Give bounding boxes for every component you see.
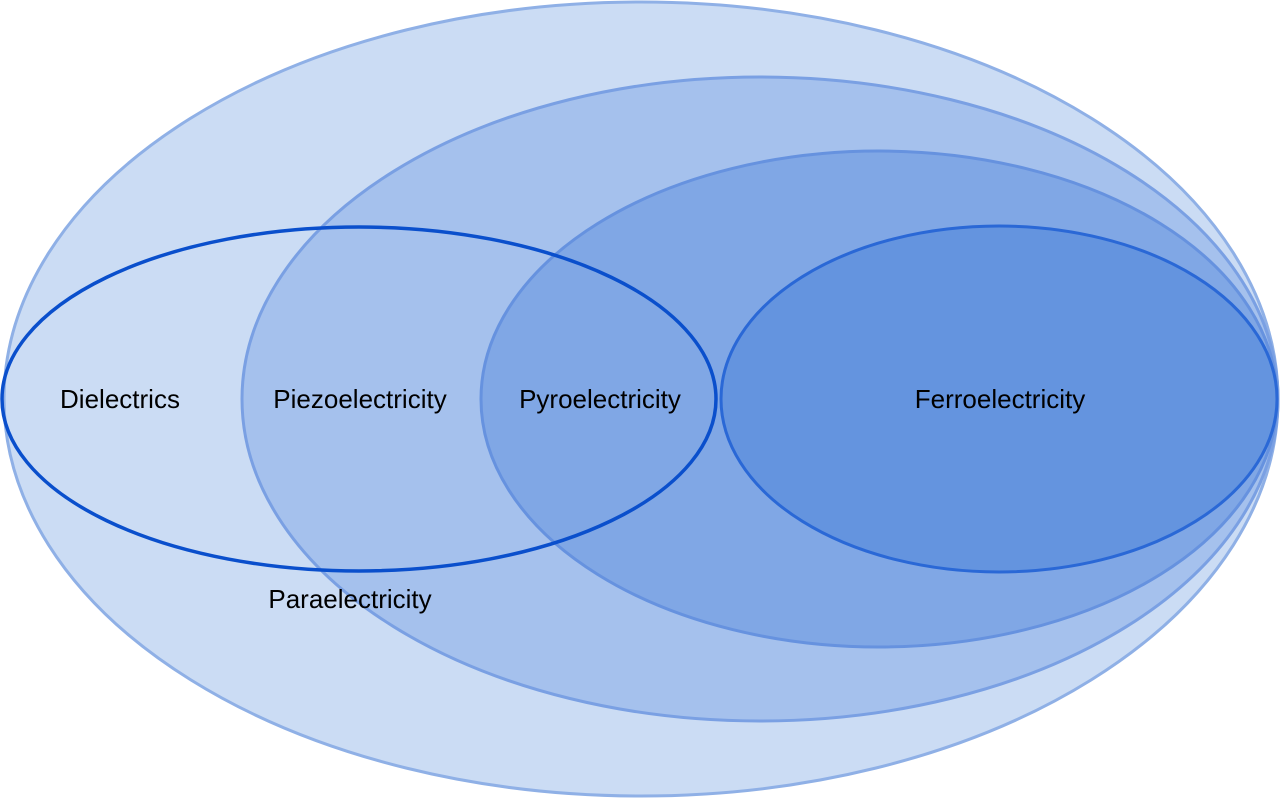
ferroelectricity-label: Ferroelectricity: [915, 384, 1085, 414]
piezoelectricity-label: Piezoelectricity: [273, 384, 446, 414]
pyroelectricity-label: Pyroelectricity: [519, 384, 681, 414]
ferroelectricity-ellipse: [719, 224, 1279, 574]
dielectrics-label: Dielectrics: [60, 384, 180, 414]
paraelectricity-ellipse: [0, 225, 718, 573]
paraelectricity-label: Paraelectricity: [268, 584, 431, 614]
